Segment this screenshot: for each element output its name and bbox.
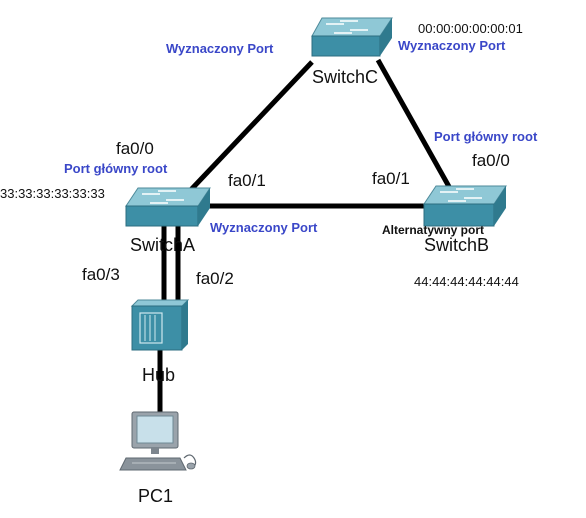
switch-a-icon[interactable] xyxy=(125,187,211,227)
link-switchc-switcha xyxy=(183,60,314,198)
switch-a-fa0-1-label: fa0/1 xyxy=(228,171,266,190)
link-switchc-switchb xyxy=(375,58,455,194)
switch-c-left-role-label: Wyznaczony Port xyxy=(166,41,274,56)
switch-c-right-role-label: Wyznaczony Port xyxy=(398,38,506,53)
switch-b-root-role-label: Port główny root xyxy=(434,129,538,144)
switch-b-fa0-0-label: fa0/0 xyxy=(472,151,510,170)
switch-a-mac: 33:33:33:33:33:33 xyxy=(0,186,105,201)
switch-b-fa0-1-label: fa0/1 xyxy=(372,169,410,188)
pc1-name: PC1 xyxy=(138,486,173,506)
switch-a-name: SwitchA xyxy=(130,235,195,255)
switch-a-designated-role-label: Wyznaczony Port xyxy=(210,220,318,235)
switch-b-alternate-role-label: Alternatywny port xyxy=(382,223,484,237)
switch-b-mac: 44:44:44:44:44:44 xyxy=(414,274,519,289)
pc-icon[interactable] xyxy=(119,411,197,471)
switch-c-name: SwitchC xyxy=(312,67,378,87)
hub-name: Hub xyxy=(142,365,175,385)
switch-c-mac: 00:00:00:00:00:01 xyxy=(418,21,523,36)
switch-a-fa0-0-label: fa0/0 xyxy=(116,139,154,158)
switch-a-fa0-3-label: fa0/3 xyxy=(82,265,120,284)
switch-b-name: SwitchB xyxy=(424,235,489,255)
switch-a-root-role-label: Port główny root xyxy=(64,161,168,176)
switch-a-fa0-2-label: fa0/2 xyxy=(196,269,234,288)
switch-b-icon[interactable] xyxy=(423,185,507,227)
switch-c-icon[interactable] xyxy=(311,17,393,57)
hub-icon[interactable] xyxy=(130,299,190,351)
